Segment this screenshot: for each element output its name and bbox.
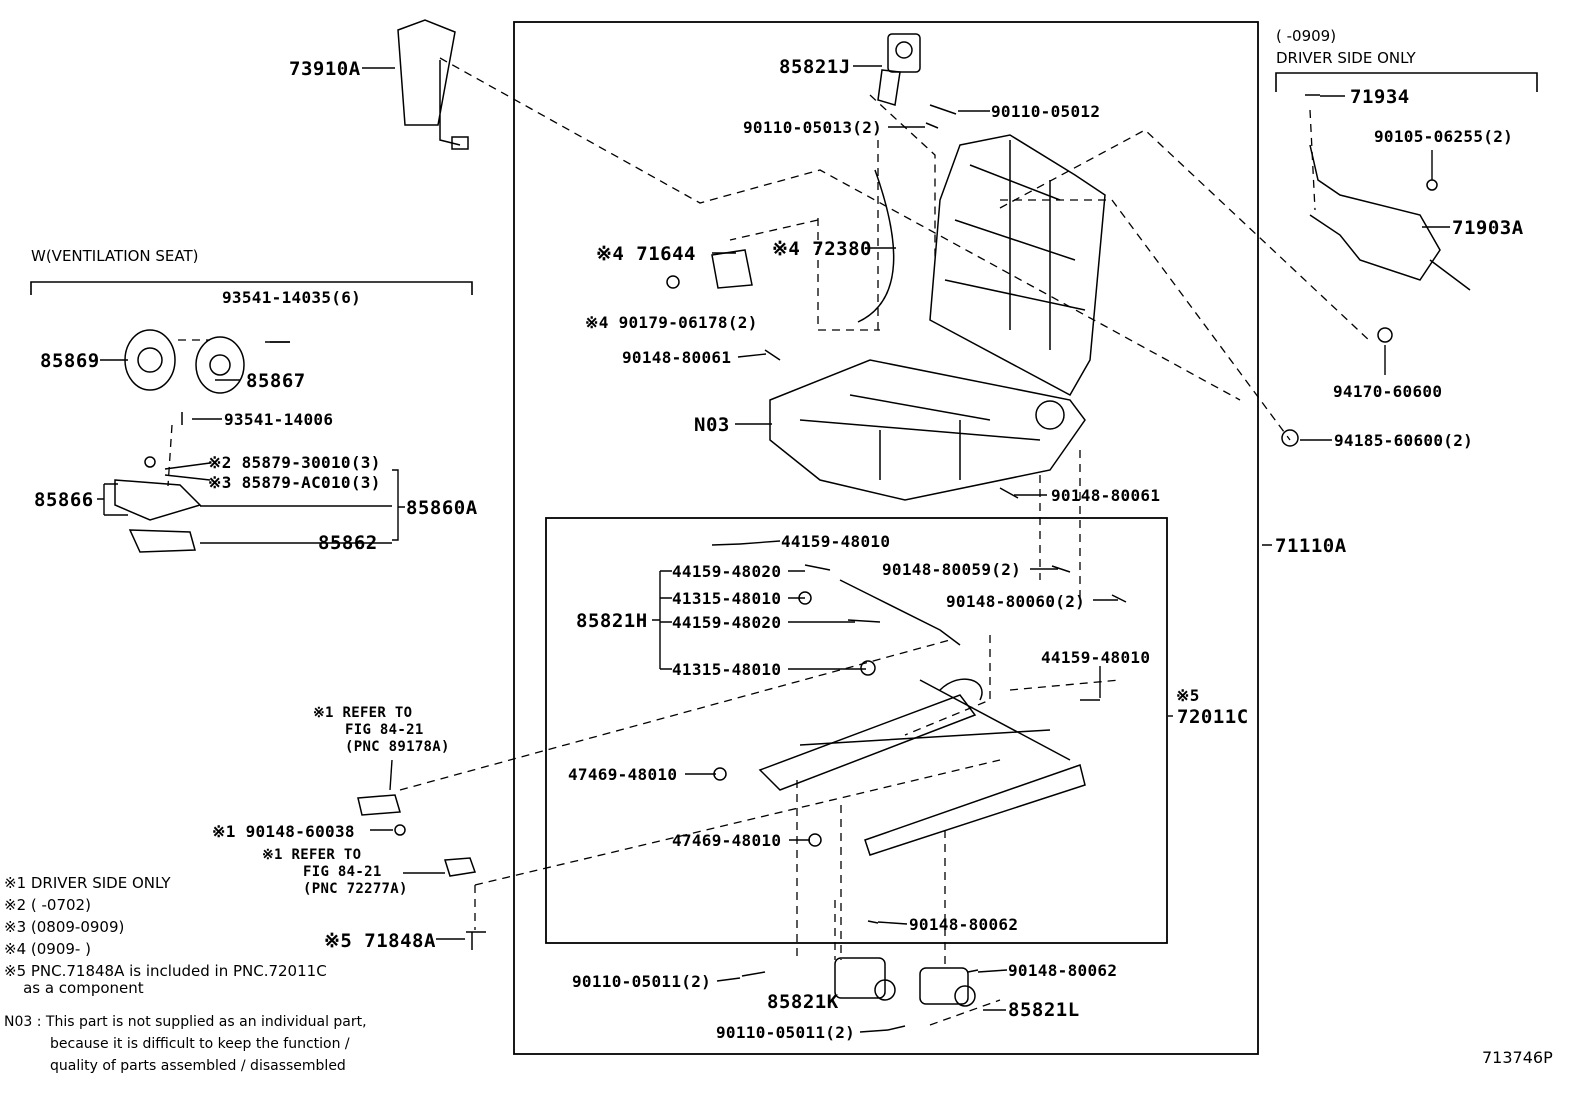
footnote-1: ※1 DRIVER SIDE ONLY — [4, 874, 171, 892]
seat-back-frame — [929, 134, 1106, 397]
label-44159-48010-b: 44159-48010 — [1041, 648, 1151, 667]
label-90148-80062-a: 90148-80062 — [909, 915, 1019, 934]
label-85869: 85869 — [40, 350, 100, 372]
label-41315-48010-a: 41315-48010 — [672, 589, 782, 608]
footnote-5: ※5 PNC.71848A is included in PNC.72011C — [4, 962, 327, 980]
label-90110-05011-a: 90110-05011(2) — [572, 972, 712, 991]
label-n03: N03 — [694, 414, 730, 436]
refer1-line3: (PNC 89178A) — [345, 739, 450, 755]
label-90148-80059: 90148-80059(2) — [882, 560, 1022, 579]
label-90148-80061-lower: 90148-80061 — [1051, 486, 1161, 505]
fan-85869 — [124, 329, 176, 391]
refer2-line2: FIG 84-21 — [303, 864, 382, 880]
main-assembly-frame — [513, 21, 1259, 1055]
n03-note-line1: N03 : This part is not supplied as an in… — [4, 1014, 367, 1030]
label-85821k: 85821K — [767, 991, 839, 1013]
n03-note-line2: because it is difficult to keep the func… — [50, 1036, 350, 1052]
label-85821j: 85821J — [779, 56, 851, 78]
leader-lines — [97, 65, 1450, 1033]
driver-side-bracket — [1275, 72, 1538, 92]
footnote-2: ※2 ( -0702) — [4, 896, 91, 914]
label-94185-60600: 94185-60600(2) — [1334, 431, 1474, 450]
refer2-line1: ※1 REFER TO — [262, 847, 362, 863]
n03-note-line3: quality of parts assembled / disassemble… — [50, 1058, 346, 1074]
label-44159-48010-a: 44159-48010 — [781, 532, 891, 551]
label-90148-60038: ※1 90148-60038 — [212, 822, 355, 841]
label-94170-60600: 94170-60600 — [1333, 382, 1443, 401]
label-72380: ※4 72380 — [772, 238, 872, 260]
refer1-line1: ※1 REFER TO — [313, 705, 413, 721]
label-90148-80061-upper: 90148-80061 — [622, 348, 732, 367]
label-90148-80062-b: 90148-80062 — [1008, 961, 1118, 980]
label-73910a: 73910A — [289, 58, 361, 80]
refer2-line3: (PNC 72277A) — [303, 881, 408, 897]
label-93541-14006: 93541-14006 — [224, 410, 334, 429]
label-85879-ac010: ※3 85879-AC010(3) — [208, 473, 381, 492]
label-90179-06178: ※4 90179-06178(2) — [585, 313, 758, 332]
airbag-73910a — [397, 19, 461, 146]
label-85821l: 85821L — [1008, 999, 1080, 1021]
diagram-code: 713746P — [1482, 1048, 1553, 1067]
label-90110-05013: 90110-05013(2) — [743, 118, 883, 137]
label-72011c-mark: ※5 — [1176, 686, 1200, 705]
seat-track — [758, 694, 1086, 856]
footnote-5-cont: as a component — [4, 979, 144, 997]
label-85860a: 85860A — [406, 497, 478, 519]
dashed-guides — [167, 57, 1373, 1026]
label-85879-30010: ※2 85879-30010(3) — [208, 453, 381, 472]
label-44159-48020-a: 44159-48020 — [672, 562, 782, 581]
part-sketches — [114, 19, 1471, 1031]
label-44159-48020-b: 44159-48020 — [672, 613, 782, 632]
ventilation-title: W(VENTILATION SEAT) — [31, 247, 199, 265]
label-71848a: ※5 71848A — [324, 930, 436, 952]
label-85821h: 85821H — [576, 610, 648, 632]
label-47469-48010-a: 47469-48010 — [568, 765, 678, 784]
label-90105-06255: 90105-06255(2) — [1374, 127, 1514, 146]
bracket-85862 — [128, 529, 196, 553]
label-85867: 85867 — [246, 370, 306, 392]
footnote-4: ※4 (0909- ) — [4, 940, 91, 958]
label-93541-14035: 93541-14035(6) — [222, 288, 362, 307]
label-90110-05011-b: 90110-05011(2) — [716, 1023, 856, 1042]
driver-title-line1: ( -0909) — [1276, 27, 1337, 45]
refer1-line2: FIG 84-21 — [345, 722, 424, 738]
label-41315-48010-b: 41315-48010 — [672, 660, 782, 679]
ventilation-bracket — [30, 281, 473, 295]
label-71110a: 71110A — [1275, 535, 1347, 557]
driver-title-line2: DRIVER SIDE ONLY — [1276, 49, 1416, 67]
label-90148-80060: 90148-80060(2) — [946, 592, 1086, 611]
adjuster-subframe — [545, 517, 1168, 944]
label-90110-05012: 90110-05012 — [991, 102, 1101, 121]
label-85862: 85862 — [318, 532, 378, 554]
label-71903a: 71903A — [1452, 217, 1524, 239]
footnote-3: ※3 (0809-0909) — [4, 918, 125, 936]
label-71934: 71934 — [1350, 86, 1410, 108]
bracket-85860a — [114, 479, 202, 521]
label-47469-48010-b: 47469-48010 — [672, 831, 782, 850]
label-85866: 85866 — [34, 489, 94, 511]
label-71644: ※4 71644 — [596, 243, 696, 265]
label-72011c: 72011C — [1177, 706, 1249, 728]
fan-85867 — [195, 336, 245, 394]
seat-cushion-frame — [769, 359, 1086, 501]
